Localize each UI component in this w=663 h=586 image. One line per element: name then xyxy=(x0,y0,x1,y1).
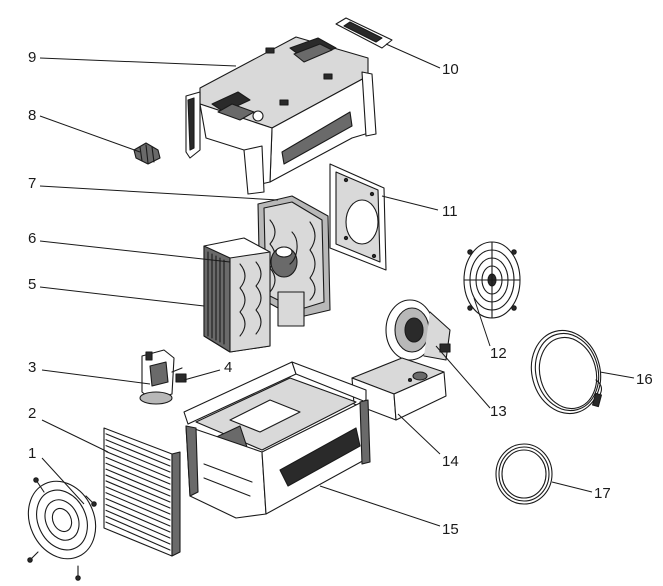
callout-numbers: 1 2 3 4 5 6 7 8 9 10 11 12 13 14 15 16 1… xyxy=(28,49,653,538)
power-cord xyxy=(530,329,603,415)
callout-5: 5 xyxy=(28,276,36,293)
leader-17 xyxy=(551,481,593,493)
connector xyxy=(133,142,161,165)
grille-louver xyxy=(105,521,171,551)
fan-mounting-panel xyxy=(329,163,387,271)
grille-louver xyxy=(105,486,171,515)
filter-grille xyxy=(103,427,181,557)
grille-louver xyxy=(105,474,171,503)
callout-4: 4 xyxy=(224,359,232,376)
grille-louver xyxy=(105,509,171,539)
callout-9: 9 xyxy=(28,49,36,66)
grille-louver xyxy=(105,433,171,461)
drain-pump xyxy=(139,349,187,405)
leader-7 xyxy=(39,185,279,201)
leader-15 xyxy=(319,485,441,527)
callout-16: 16 xyxy=(636,371,653,388)
fan-guard-small xyxy=(27,477,97,581)
leader-2 xyxy=(41,419,109,453)
grille-louver xyxy=(105,480,171,509)
callout-11: 11 xyxy=(442,203,458,220)
drain-hose xyxy=(495,443,553,505)
callout-13: 13 xyxy=(490,403,507,420)
grille-louver xyxy=(105,503,171,533)
leader-5 xyxy=(39,286,205,307)
leader-14 xyxy=(397,413,441,455)
grille-louver xyxy=(105,515,171,545)
grille-louver xyxy=(105,468,171,497)
bottom-housing xyxy=(183,361,371,519)
leader-13 xyxy=(435,345,491,409)
callout-17: 17 xyxy=(594,485,611,502)
callout-6: 6 xyxy=(28,230,36,247)
evaporator-coil xyxy=(203,237,271,353)
top-housing xyxy=(185,36,377,195)
blower-motor xyxy=(385,299,451,361)
callout-leaders xyxy=(39,43,635,527)
leader-11 xyxy=(381,195,439,211)
leader-4 xyxy=(183,369,221,381)
grille-louver xyxy=(105,439,171,467)
handle-plate xyxy=(335,17,393,49)
grille-louver xyxy=(105,492,171,521)
leader-12 xyxy=(473,297,491,347)
callout-14: 14 xyxy=(442,453,459,470)
leader-8 xyxy=(39,115,141,153)
compressor-assembly xyxy=(257,195,331,327)
leader-3 xyxy=(41,369,151,385)
callout-15: 15 xyxy=(442,521,459,538)
callout-7: 7 xyxy=(28,175,36,192)
callout-2: 2 xyxy=(28,405,36,422)
grille-louver xyxy=(105,450,171,479)
callout-8: 8 xyxy=(28,107,36,124)
leader-1 xyxy=(41,457,85,505)
grille-louver xyxy=(105,456,171,485)
grille-louver xyxy=(105,445,171,473)
leader-10 xyxy=(385,43,441,69)
grille-louver xyxy=(105,462,171,491)
leader-6 xyxy=(39,240,231,263)
callout-3: 3 xyxy=(28,359,36,376)
leader-9 xyxy=(39,57,237,67)
leader-16 xyxy=(599,371,635,379)
callout-1: 1 xyxy=(28,445,36,462)
grille-louver xyxy=(105,498,171,527)
callout-10: 10 xyxy=(442,61,459,78)
fan-guard-large xyxy=(463,241,521,319)
callout-12: 12 xyxy=(490,345,507,362)
